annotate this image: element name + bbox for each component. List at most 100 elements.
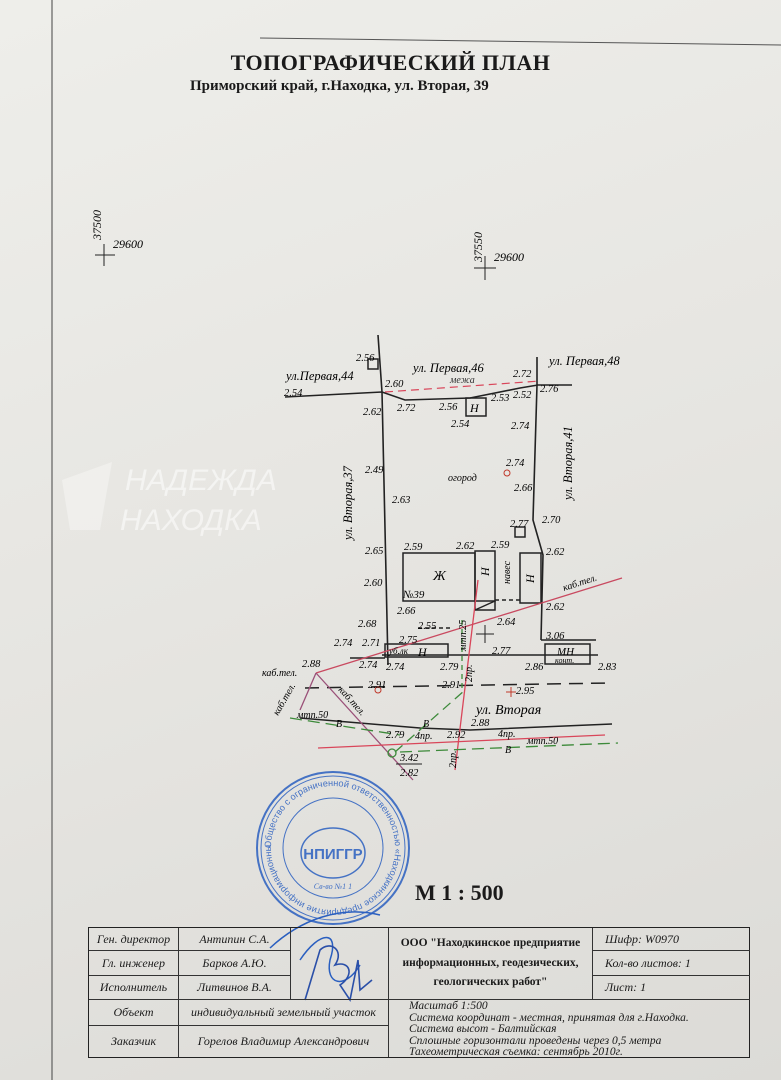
elevation-label: 2.95 [516,686,534,697]
pipe-label: 4пр. [415,731,433,742]
elevation-label: 2.54 [284,388,303,399]
water-line-2 [399,742,619,753]
scale-label: М 1 : 500 [415,880,504,905]
code-cell: Шифр: W0970 [593,928,750,951]
organization-cell: ООО "Находкинское предприятие информацио… [389,928,593,1000]
address-subtitle: Приморский край, г.Находка, ул. Вторая, … [190,78,489,94]
org-line: информационных, геодезических, [402,956,579,969]
elevation-label: 2.64 [497,617,516,628]
elevation-label: 2.49 [365,465,384,476]
watermark-line1: НАДЕЖДА [125,464,277,497]
pipe-label: 4пр. [498,729,516,740]
plot-boundaries [284,334,598,666]
object-label: Объект [89,1000,179,1026]
role-cell: Исполнитель [89,976,179,1000]
elevation-label: 3.42 [399,753,419,764]
v-label: В [423,719,429,730]
elevation-label: 2.82 [400,768,419,779]
nonres-label: Н [417,645,428,659]
elevation-label: 2.88 [302,659,321,670]
buildings [367,358,596,665]
elevation-label: 2.60 [364,578,383,589]
nonres-label: Н [523,573,537,584]
customer-value: Горелов Владимир Александрович [179,1026,389,1057]
title-block: Ген. директор Антипин С.А. Гл. инженер Б… [88,927,750,1058]
grid-x-label: 37550 [471,232,485,263]
elevation-label: 2.56 [439,402,458,413]
elevation-label: 2.79 [440,662,459,673]
mtp-label: мтп.50 [526,736,558,747]
role-cell: Гл. инженер [89,951,179,976]
street-label: ул. Вторая [474,703,541,718]
cable-line-2 [315,672,414,781]
street-label: ул. Первая,48 [547,354,621,368]
elevation-label: 2.86 [525,662,544,673]
pipe-label: 2пр. [448,751,459,769]
name-cell: Литвинов В.А. [179,976,291,1000]
street-label: ул. Вторая,41 [561,426,575,502]
elevation-label: 2.74 [386,662,405,673]
sheet-cell: Лист: 1 [593,976,750,1000]
survey-notes: Масштаб 1:500 Система координат - местна… [389,999,749,1057]
elevation-label: 2.62 [546,547,565,558]
elevation-label: 2.54 [451,419,470,430]
title-text: ТОПОГРАФИЧЕСКИЙ ПЛАН [230,50,551,75]
org-line: геологических работ" [433,976,548,989]
signature-2 [304,945,373,1003]
mn-label: МН [556,646,575,658]
elevation-label: 2.63 [392,495,410,506]
road-edge [299,717,613,731]
elevation-label: 2.92 [447,730,466,741]
grid-y-label: 29600 [494,250,524,264]
benchmark-icon [506,687,516,697]
elevation-label: 2.75 [399,635,417,646]
stamp-reg-text: Св-во №1 1 [314,882,352,891]
stamp-ring-text: Общество с ограниченной ответственностью… [0,0,403,918]
elevation-label: 2.74 [511,421,530,432]
sheets-count-cell: Кол-во листов: 1 [593,951,750,976]
elevation-label: 2.65 [365,546,383,557]
page-title: ТОПОГРАФИЧЕСКИЙ ПЛАН [0,50,781,76]
v-label: В [336,719,342,730]
road-edge-dashed [304,682,611,689]
elevation-label: 2.66 [514,483,533,494]
tree-marker-icon [503,469,511,477]
water-line-1 [289,717,401,736]
mezha-label: межа [449,375,475,386]
note-line: Сплошные горизонтали проведены через 0,5… [409,1034,662,1047]
object-value: индивидуальный земельный участок [179,1000,389,1026]
street-label: ул. Первая,46 [411,361,485,375]
house-number-label: №39 [402,589,425,601]
cable-label: каб.тел. [262,668,297,679]
cable-label: каб.тел. [271,681,298,717]
pipe-line-2pr [454,579,479,771]
elevation-label: 2.59 [404,542,423,553]
note-line: Система координат - местная, принятая дл… [409,1011,689,1024]
elevation-label: 2.62 [363,407,382,418]
elevation-label: 2.79 [386,730,405,741]
pipe-label: 2пр. [464,665,475,683]
stamp-center-text: НПИГГР [303,846,362,863]
elevation-label: 2.62 [546,602,565,613]
elevation-label: 2.88 [471,718,490,729]
elevation-label: 2.70 [542,515,561,526]
grid-y-label: 29600 [113,237,143,251]
elevation-label: 2.72 [397,403,416,414]
house-type-label: Ж [432,569,447,584]
elevation-label: 2.59 [491,540,510,551]
elevation-label: 2.77 [492,646,511,657]
watermark-logo-icon [62,462,112,530]
note-line: Система высот - Балтийская [409,1023,557,1035]
role-cell: Ген. директор [89,928,179,951]
elevation-label: 2.74 [506,458,525,469]
name-cell: Антипин С.А. [179,928,291,951]
watermark: НАДЕЖДА НАХОДКА [62,462,277,537]
elevation-label: 2.62 [456,541,475,552]
utility-lines [289,577,623,781]
signature-cell [291,928,389,1000]
note-line: Тахеометрическая съемка: сентябрь 2010г. [409,1046,623,1058]
ogorod-label: огород [448,473,477,484]
